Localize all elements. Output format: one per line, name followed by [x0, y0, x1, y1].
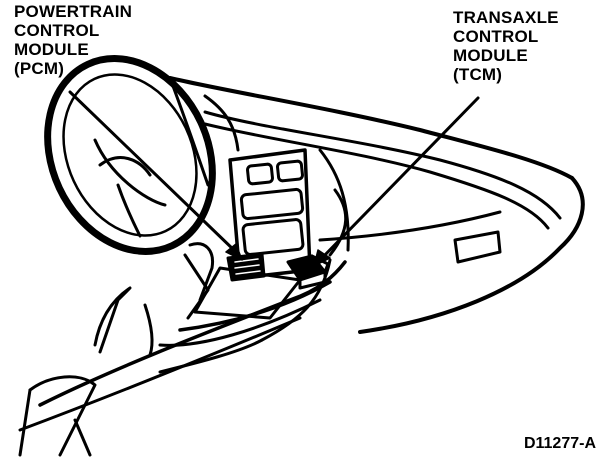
tcm-label-line4: (TCM) — [453, 65, 503, 84]
pcm-label-line3: MODULE — [14, 40, 89, 59]
pcm-label-line2: CONTROL — [14, 21, 100, 40]
pcm-leader-arrow — [68, 90, 243, 261]
pcm-label-line4: (PCM) — [14, 59, 65, 78]
tcm-label: TRANSAXLE CONTROL MODULE (TCM) — [453, 8, 559, 84]
center-console — [18, 242, 347, 457]
tcm-label-line1: TRANSAXLE — [453, 8, 559, 27]
pcm-label: POWERTRAIN CONTROL MODULE (PCM) — [14, 2, 132, 78]
tcm-leader-arrow — [313, 96, 480, 267]
steering-wheel — [44, 55, 216, 255]
dashboard-shell — [158, 76, 585, 374]
pcm-module — [226, 252, 266, 282]
tcm-module — [286, 254, 330, 290]
pcm-label-line1: POWERTRAIN — [14, 2, 133, 21]
tcm-label-line2: CONTROL — [453, 27, 539, 46]
figure-id: D11277-A — [523, 435, 596, 452]
tcm-label-line3: MODULE — [453, 46, 528, 65]
